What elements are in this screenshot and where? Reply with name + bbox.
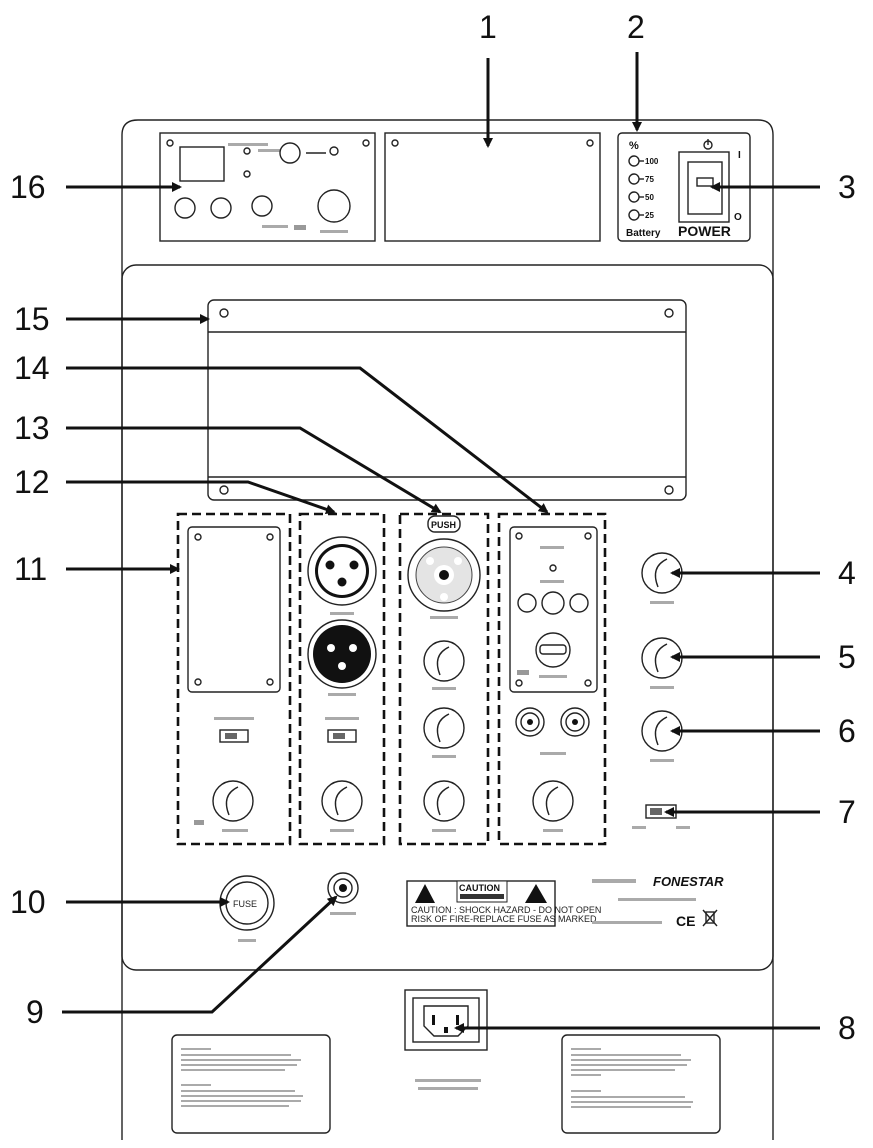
- battery-percent-label: %: [629, 140, 639, 152]
- info-label-left: [171, 1034, 331, 1134]
- callout-9: 9: [26, 994, 44, 1030]
- caution-label-box: CAUTION CAUTION : SHOCK HAZARD - DO NOT …: [406, 880, 601, 927]
- push-label: PUSH: [431, 520, 456, 530]
- svg-text:25: 25: [645, 211, 654, 220]
- callout-1: 1: [479, 9, 497, 45]
- battery-led-50: 50: [628, 191, 654, 203]
- power-on-mark: I: [738, 150, 741, 161]
- callout-12: 12: [14, 464, 50, 500]
- play-pause-icon: [541, 591, 565, 615]
- blank-module-slot: [384, 132, 601, 242]
- uhf-receiver-module: [159, 132, 376, 242]
- broadcast-module: [176, 512, 292, 846]
- power-switch-icon: [678, 139, 730, 223]
- svg-text:100: 100: [645, 157, 659, 166]
- ext-speaker-jack: [327, 872, 359, 915]
- callout-10: 10: [10, 884, 46, 920]
- power-off-mark: O: [734, 212, 742, 223]
- callout-16: 16: [10, 169, 46, 205]
- next-track-icon: [569, 593, 589, 613]
- svg-text:50: 50: [645, 193, 654, 202]
- housing-outline: [121, 119, 774, 1140]
- callout-arrows: [62, 52, 820, 1033]
- fuse-label: FUSE: [233, 899, 257, 909]
- info-label-right: [561, 1034, 721, 1134]
- callout-6: 6: [838, 713, 856, 749]
- battery-led-100: 100: [628, 155, 659, 167]
- master-volume-knob: [641, 552, 683, 604]
- callout-2: 2: [627, 9, 645, 45]
- arrow-12: [66, 480, 336, 515]
- battery-label: Battery: [626, 228, 661, 239]
- callout-5: 5: [838, 639, 856, 675]
- callout-11: 11: [14, 551, 47, 587]
- callout-8: 8: [838, 1010, 856, 1046]
- caution-text-line1: CAUTION : SHOCK HAZARD - DO NOT OPEN: [411, 905, 601, 915]
- link-out-module: [298, 512, 386, 846]
- svg-text:75: 75: [645, 175, 654, 184]
- weee-bin-icon: [702, 909, 718, 927]
- iec-power-inlet: [404, 989, 488, 1090]
- main-panel: [121, 264, 774, 971]
- large-cover-plate: [207, 299, 687, 501]
- selector-switch: [632, 804, 690, 829]
- callout-15: 15: [14, 301, 50, 337]
- arrow-14: [66, 366, 549, 514]
- combo-jack-icon: [407, 538, 481, 612]
- mic-module: PUSH: [398, 512, 490, 846]
- prev-track-icon: [517, 593, 537, 613]
- xlr-output-male: [307, 619, 377, 689]
- bass-knob: [641, 710, 683, 762]
- caution-text-line2: RISK OF FIRE-REPLACE FUSE AS MARKED: [411, 914, 597, 924]
- callout-14: 14: [14, 350, 50, 386]
- fuse-holder: FUSE: [219, 875, 275, 942]
- xlr-input-female: [307, 536, 377, 606]
- ce-mark: CE: [676, 913, 695, 929]
- battery-led-25: 25: [628, 209, 654, 221]
- callout-13: 13: [14, 410, 50, 446]
- battery-led-75: 75: [628, 173, 654, 185]
- treble-knob: [641, 637, 683, 689]
- callout-numbers: 1 2 3 4 5 6 7 8 9 10 11 12 13 14 15 16: [10, 9, 856, 1046]
- battery-power-box: % 100 75 50 25 Battery I: [617, 132, 751, 242]
- power-label: POWER: [678, 223, 731, 239]
- callout-3: 3: [838, 169, 856, 205]
- caution-title: CAUTION: [459, 883, 500, 893]
- callout-4: 4: [838, 555, 856, 591]
- callout-7: 7: [838, 794, 856, 830]
- brand-area: FONESTAR CE: [592, 874, 724, 929]
- rca-line-in-jacks: [515, 707, 590, 737]
- arrow-13: [66, 426, 442, 514]
- player-module: [497, 512, 607, 846]
- arrow-9: [62, 895, 338, 1014]
- brand-logo: FONESTAR: [653, 874, 724, 889]
